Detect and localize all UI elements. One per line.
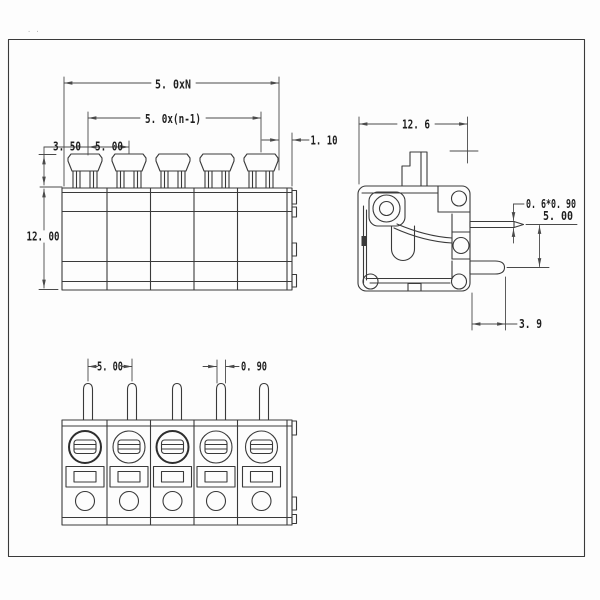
front-dimensions: 5. 0xN 5. 0x(n-1) 3. 50 5. 00 1. 10 [27, 76, 338, 290]
test-hole [118, 490, 140, 512]
side-pins [469, 220, 525, 275]
screw-head [68, 430, 102, 464]
wire-entry [152, 465, 193, 488]
pole-cell [152, 430, 193, 512]
front-dim-body-height-label: 12. 00 [27, 230, 60, 244]
pole-cell [65, 430, 105, 512]
screw-head [112, 430, 146, 464]
wire-entry [65, 465, 105, 488]
top-dim-pin-pitch-label: 5. 00 [97, 360, 123, 374]
pole-cell [241, 430, 282, 512]
front-body [61, 187, 298, 291]
top-dimensions: 5. 00 0. 90 [87, 358, 267, 384]
front-view: 5. 0xN 5. 0x(n-1) 3. 50 5. 00 1. 10 [27, 76, 338, 291]
side-dim-pin-cross-section-label: 0. 6*0. 90 [526, 197, 576, 211]
side-latch-tab [291, 189, 298, 205]
top-body [61, 419, 298, 526]
front-dim-center-span-label: 5. 0x(n-1) [145, 112, 201, 126]
screw-head [155, 430, 190, 464]
ear-hole [452, 236, 470, 255]
side-dim-body-depth-label: 12. 6 [402, 118, 430, 132]
test-hole [205, 490, 227, 512]
solder-pin-lower [469, 260, 506, 275]
top-dim-pin-width-label: 0. 90 [241, 360, 267, 374]
pin [215, 382, 227, 420]
side-dim-pin-row-spacing-label: 5. 00 [543, 209, 573, 223]
front-dim-pole-pitch-label: 5. 00 [95, 140, 123, 154]
pole-cell [196, 430, 236, 512]
top-pins [82, 382, 270, 420]
wire-entry [196, 465, 236, 488]
ear-hole [362, 273, 379, 290]
side-latch-tab [291, 496, 298, 511]
side-dim-pin-protrusion-label: 3. 9 [519, 317, 542, 331]
front-dim-edge-offset-label: 1. 10 [311, 134, 338, 148]
test-hole [251, 490, 272, 512]
side-view: 12. 6 0. 6*0. 90 5. 00 3. 9 [357, 116, 578, 331]
test-hole [162, 490, 183, 512]
top-view: 5. 00 0. 90 [61, 358, 298, 526]
side-latch-tab [291, 513, 298, 525]
side-dimensions: 12. 6 0. 6*0. 90 5. 00 3. 9 [358, 116, 578, 331]
side-latch-tab [291, 242, 298, 257]
front-dim-clamp-height-label: 3. 50 [53, 140, 81, 154]
ear-hole [450, 273, 468, 290]
ear-hole [450, 190, 468, 207]
print-artifact: · · [27, 28, 40, 36]
release-lever [401, 151, 428, 187]
wire-cavity [390, 225, 416, 261]
wire-entry [109, 465, 149, 488]
pole-cell [109, 430, 149, 512]
screw-head [199, 430, 233, 464]
drawing-border [7, 38, 586, 558]
front-wire-clamps [67, 153, 279, 189]
screw-head-side [372, 194, 401, 223]
pin [258, 382, 270, 420]
front-dim-total-width-label: 5. 0xN [155, 78, 191, 92]
side-latch-tab [291, 420, 298, 436]
solder-pin-upper [469, 220, 525, 229]
pin [82, 382, 94, 420]
side-latch-tab [291, 273, 298, 288]
pin [171, 382, 183, 420]
pin [126, 382, 138, 420]
screw-head [244, 430, 279, 464]
wire-entry [241, 465, 282, 488]
test-hole [74, 490, 96, 512]
side-latch-tab [291, 206, 298, 218]
side-body [357, 151, 471, 292]
